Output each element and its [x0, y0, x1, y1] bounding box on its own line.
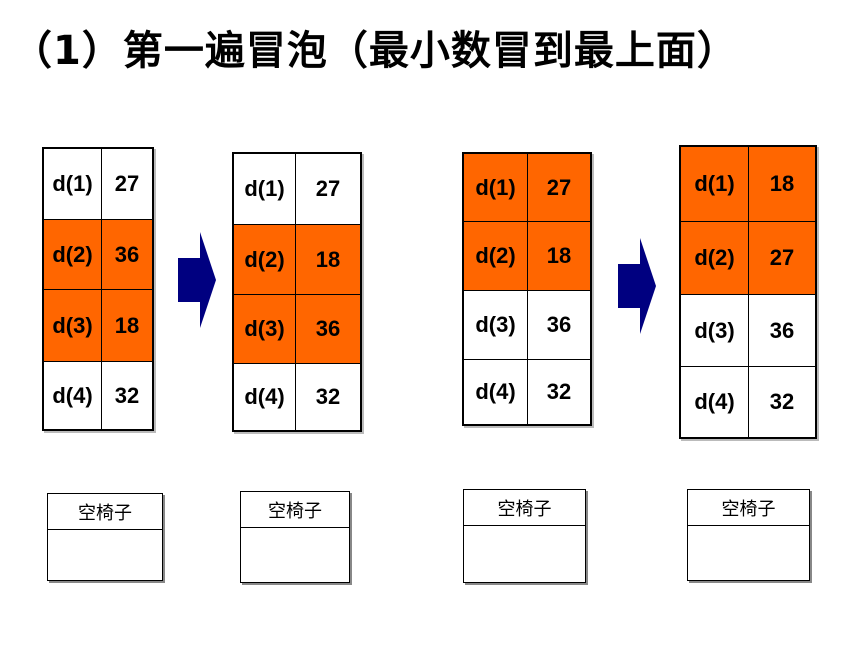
array-row: d(4) 32 [234, 364, 360, 430]
array-row: d(2) 18 [234, 225, 360, 295]
array-row: d(2) 18 [464, 222, 590, 291]
element-name: d(2) [681, 222, 749, 294]
element-name: d(1) [681, 147, 749, 221]
empty-chair-label: 空椅子 [688, 490, 809, 526]
element-name: d(4) [464, 360, 528, 424]
empty-chair-box: 空椅子 [463, 489, 586, 583]
array-row: d(3) 36 [464, 291, 590, 360]
array-row: d(3) 36 [234, 295, 360, 364]
array-row: d(2) 36 [44, 220, 152, 290]
empty-chair-label: 空椅子 [464, 490, 585, 526]
element-value: 18 [546, 243, 572, 268]
element-value: 27 [769, 245, 795, 270]
element-value: 32 [769, 389, 795, 414]
element-name: d(1) [234, 154, 296, 224]
slide-title: （1）第一遍冒泡（最小数冒到最上面） [12, 28, 738, 74]
element-name: d(4) [234, 364, 296, 430]
element-value: 32 [114, 382, 140, 408]
empty-chair-box: 空椅子 [687, 489, 810, 581]
element-value: 36 [315, 316, 341, 341]
element-value: 32 [546, 379, 572, 404]
array-state-2: d(1) 27 d(2) 18 d(3) 36 d(4) 32 [232, 152, 362, 432]
array-row: d(4) 32 [681, 367, 815, 437]
array-row: d(1) 27 [44, 149, 152, 220]
element-value: 32 [315, 384, 341, 409]
element-value: 36 [114, 241, 140, 267]
element-name: d(3) [44, 290, 102, 361]
element-value: 18 [315, 246, 341, 272]
array-row: d(2) 27 [681, 222, 815, 295]
element-name: d(1) [44, 149, 102, 219]
array-state-1: d(1) 27 d(2) 36 d(3) 18 d(4) 32 [42, 147, 154, 431]
empty-chair-label: 空椅子 [241, 492, 349, 528]
empty-chair-box: 空椅子 [240, 491, 350, 583]
right-arrow-icon [618, 238, 656, 334]
element-name: d(3) [681, 295, 749, 366]
element-value: 27 [315, 176, 341, 201]
array-row: d(4) 32 [44, 362, 152, 429]
empty-chair-label: 空椅子 [48, 494, 162, 530]
array-row: d(3) 18 [44, 290, 152, 362]
element-value: 36 [546, 312, 572, 337]
array-row: d(1) 18 [681, 147, 815, 222]
array-row: d(3) 36 [681, 295, 815, 367]
element-name: d(3) [464, 291, 528, 359]
array-row: d(4) 32 [464, 360, 590, 424]
element-value: 27 [546, 174, 572, 200]
array-state-3: d(1) 27 d(2) 18 d(3) 36 d(4) 32 [462, 152, 592, 426]
element-value: 36 [769, 317, 795, 343]
array-state-4: d(1) 18 d(2) 27 d(3) 36 d(4) 32 [679, 145, 817, 439]
element-name: d(3) [234, 295, 296, 363]
element-name: d(2) [44, 220, 102, 289]
element-name: d(4) [681, 367, 749, 437]
element-name: d(1) [464, 154, 528, 221]
element-name: d(4) [44, 362, 102, 429]
element-value: 18 [114, 312, 140, 338]
element-name: d(2) [234, 225, 296, 294]
element-value: 18 [769, 171, 795, 196]
empty-chair-box: 空椅子 [47, 493, 163, 581]
element-value: 27 [114, 171, 140, 196]
element-name: d(2) [464, 222, 528, 290]
right-arrow-icon [178, 232, 216, 328]
array-row: d(1) 27 [234, 154, 360, 225]
array-row: d(1) 27 [464, 154, 590, 222]
